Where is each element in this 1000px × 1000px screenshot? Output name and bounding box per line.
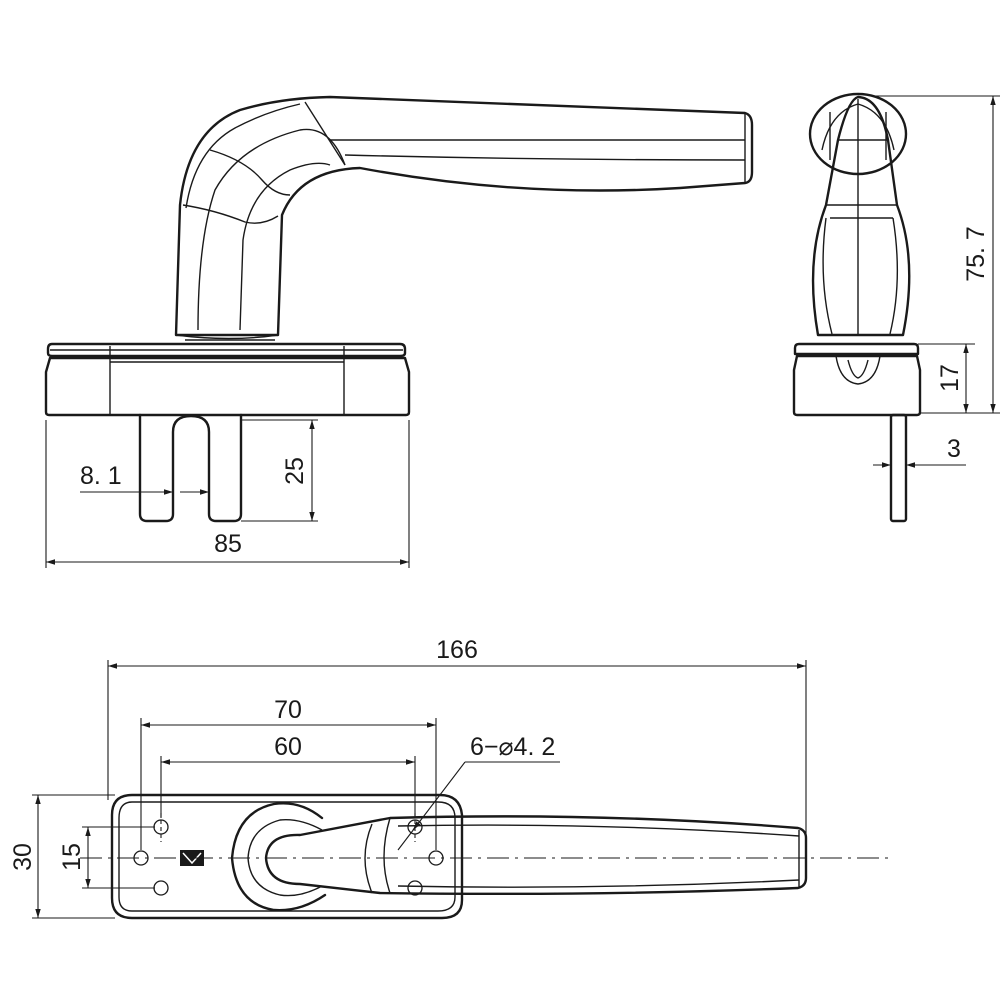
inner-hole-spacing-label: 60: [274, 733, 302, 761]
base-depth-label: 30: [9, 843, 37, 871]
side-spindle: [889, 413, 908, 523]
side-dimensions: 75. 7 17 3: [870, 95, 1000, 470]
front-forked-spindle: [138, 413, 243, 523]
front-rosette-base: [44, 356, 411, 417]
outer-hole-spacing-label: 70: [274, 696, 302, 724]
spindle-length-label: 25: [281, 457, 309, 485]
side-rosette-base: [792, 354, 922, 417]
total-length-label: 166: [436, 636, 478, 664]
slot-width-label: 8. 1: [80, 462, 122, 490]
top-view: [80, 793, 890, 920]
top-dimensions: 166 70 60 6−⌀4. 2 30 15: [9, 636, 807, 919]
base-width-label: 85: [214, 530, 242, 558]
top-handle-lever: [264, 815, 808, 896]
mounting-hole: [153, 880, 169, 896]
front-view: [44, 95, 754, 523]
side-rosette-cap: [793, 342, 920, 356]
front-rosette-cap: [46, 342, 407, 358]
side-knob-head: [808, 92, 908, 176]
spindle-thickness-label: 3: [947, 435, 961, 463]
front-handle-lever: [174, 95, 754, 337]
front-dimensions: 8. 1 25 85: [45, 419, 410, 568]
hole-row-spacing-label: 15: [58, 843, 86, 871]
mounting-hole: [407, 880, 423, 896]
top-base-plate: [110, 793, 464, 920]
hole-callout-label: 6−⌀4. 2: [470, 733, 555, 761]
total-height-label: 75. 7: [962, 226, 990, 282]
side-view: [792, 92, 922, 523]
side-handle-grip: [811, 95, 911, 337]
base-height-label: 17: [936, 364, 964, 392]
